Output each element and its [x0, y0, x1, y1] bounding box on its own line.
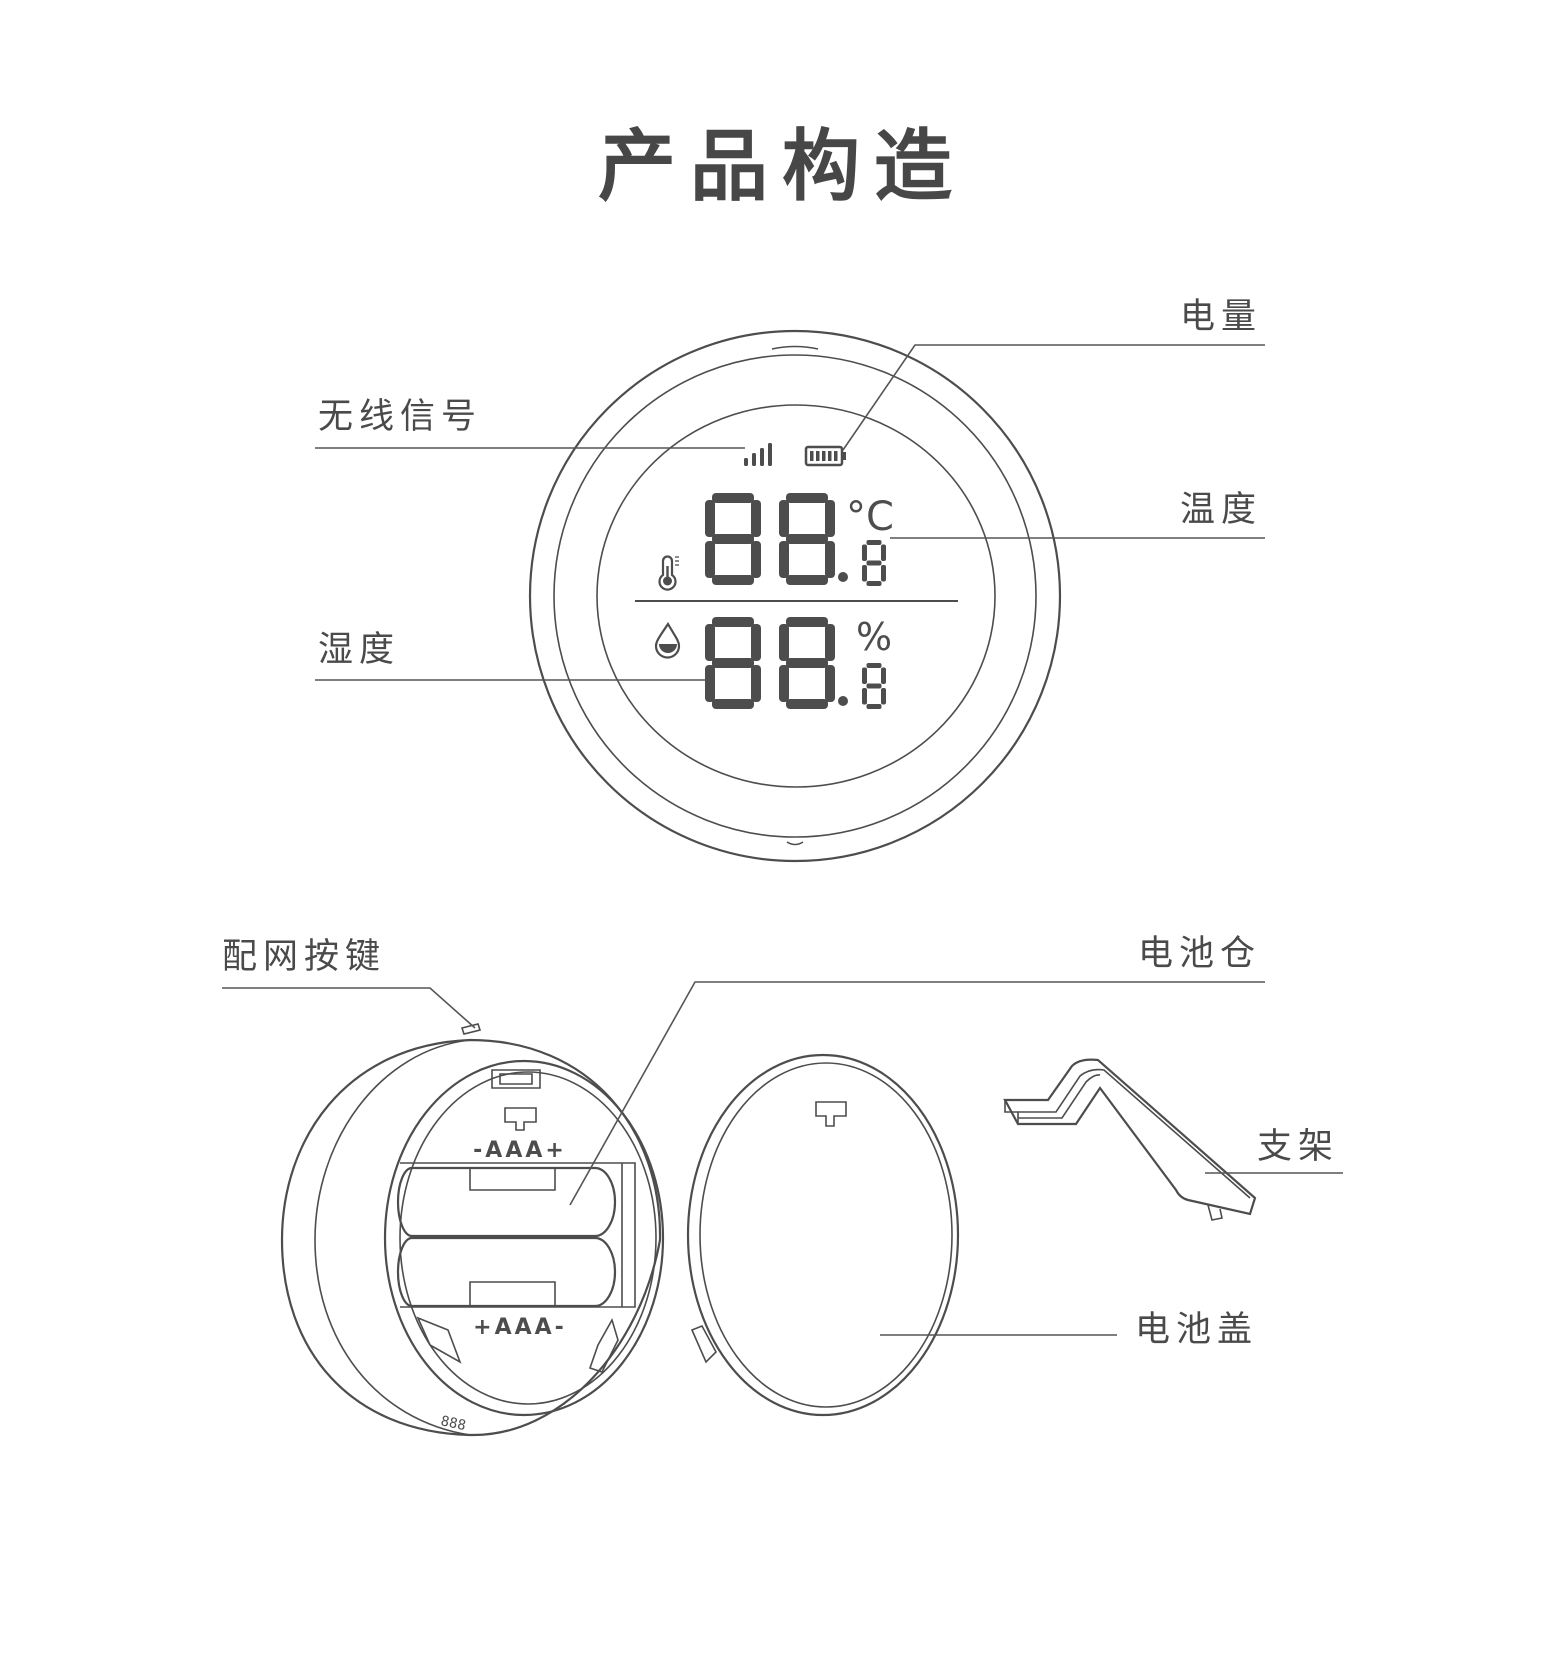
lcd-segment — [712, 617, 754, 627]
lcd-segment — [712, 534, 754, 544]
cover-inner — [699, 1062, 953, 1408]
battery-polarity-top: -AAA+ — [473, 1138, 567, 1163]
callout-lines-top — [315, 344, 1265, 681]
callout-pairing-button — [222, 987, 476, 1029]
page-title: 产品构造 — [597, 122, 966, 212]
label-humidity: 湿度 — [318, 630, 401, 670]
lcd-segment — [779, 624, 789, 661]
lcd-segment — [866, 704, 882, 709]
top-clip — [491, 1069, 541, 1089]
signal-icon — [744, 443, 772, 466]
lcd-segment — [881, 688, 886, 705]
lcd-segment — [705, 665, 715, 702]
lcd-segment — [866, 581, 882, 586]
bezel-ring — [553, 354, 1037, 838]
lcd-segment — [881, 565, 886, 582]
cover-tab-icon — [815, 1101, 847, 1127]
label-battery-level: 电量 — [1180, 297, 1263, 337]
compartment-rim — [383, 1059, 665, 1417]
aaa-battery — [396, 1166, 617, 1238]
lcd-digit — [705, 617, 761, 709]
battery-polarity-bottom: +AAA- — [473, 1315, 567, 1340]
lcd-decimal-point — [838, 572, 848, 582]
lcd-digit — [862, 540, 886, 586]
bottom-clips — [416, 1316, 619, 1373]
lcd-segment — [786, 617, 828, 627]
lcd-segment — [825, 541, 835, 578]
compartment-inner — [399, 1071, 657, 1405]
lcd-segment — [751, 500, 761, 537]
lcd-segment — [786, 534, 828, 544]
battery-icon — [804, 445, 846, 467]
lcd-segment — [862, 565, 867, 582]
top-notch — [771, 345, 819, 350]
lcd-segment — [786, 699, 828, 709]
lcd-segment — [705, 500, 715, 537]
cover-latch — [690, 1324, 717, 1364]
lcd-segment — [825, 500, 835, 537]
housing-rear-view: -AAA+ +AAA- 888 — [280, 1023, 665, 1437]
contact-tab-icon — [504, 1107, 537, 1131]
label-temperature: 温度 — [1180, 490, 1263, 530]
callout-battery-compartment — [569, 981, 1265, 1206]
lcd-segment — [866, 560, 882, 566]
lcd-digit — [779, 617, 835, 709]
lcd-digit — [779, 493, 835, 585]
lcd-digit — [862, 663, 886, 709]
temperature-reading — [705, 493, 886, 586]
lcd-segment — [705, 541, 715, 578]
humidity-unit: % — [856, 615, 892, 659]
lcd-segment — [751, 665, 761, 702]
housing-marking: 888 — [439, 1413, 467, 1434]
lcd-segment — [779, 500, 789, 537]
bottom-notch — [786, 841, 804, 846]
lcd-segment — [862, 667, 867, 684]
humidity-reading — [705, 617, 886, 709]
callout-lines-bottom — [222, 981, 1343, 1336]
label-battery-compartment: 电池仓 — [1138, 934, 1262, 974]
aaa-battery — [396, 1236, 617, 1308]
device-front-view: °C % — [528, 329, 1062, 863]
temperature-unit: °C — [846, 494, 894, 540]
lcd-segment — [712, 699, 754, 709]
lcd-segment — [825, 624, 835, 661]
callout-battery-level — [842, 344, 1265, 451]
label-wireless-signal: 无线信号 — [318, 397, 483, 437]
label-pairing-button: 配网按键 — [222, 937, 387, 977]
lcd-segment — [751, 541, 761, 578]
lcd-screen — [596, 404, 996, 788]
label-stand: 支架 — [1257, 1127, 1340, 1167]
label-battery-cover: 电池盖 — [1135, 1310, 1259, 1350]
lcd-segment — [705, 624, 715, 661]
thermometer-icon — [658, 555, 679, 591]
lcd-segment — [751, 624, 761, 661]
lcd-segment — [881, 544, 886, 561]
lcd-segment — [862, 688, 867, 705]
lcd-digit — [705, 493, 761, 585]
lcd-segment — [786, 575, 828, 585]
lcd-segment — [786, 658, 828, 668]
lcd-decimal-point — [838, 696, 848, 706]
lcd-segment — [866, 683, 882, 689]
lcd-segment — [786, 493, 828, 503]
lcd-segment — [712, 575, 754, 585]
lcd-segment — [825, 665, 835, 702]
lcd-segment — [712, 658, 754, 668]
outer-shell — [528, 329, 1062, 863]
cover-outer — [686, 1053, 960, 1417]
lcd-segment — [866, 540, 882, 545]
humidity-drop-icon — [654, 621, 681, 659]
stand-bracket — [1003, 1058, 1257, 1221]
housing-edge — [314, 1039, 471, 1436]
lcd-segment — [866, 663, 882, 668]
lcd-segment — [712, 493, 754, 503]
lcd-segment — [881, 667, 886, 684]
lcd-segment — [862, 544, 867, 561]
lcd-segment — [779, 541, 789, 578]
battery-cover — [686, 1053, 960, 1417]
lcd-segment — [779, 665, 789, 702]
